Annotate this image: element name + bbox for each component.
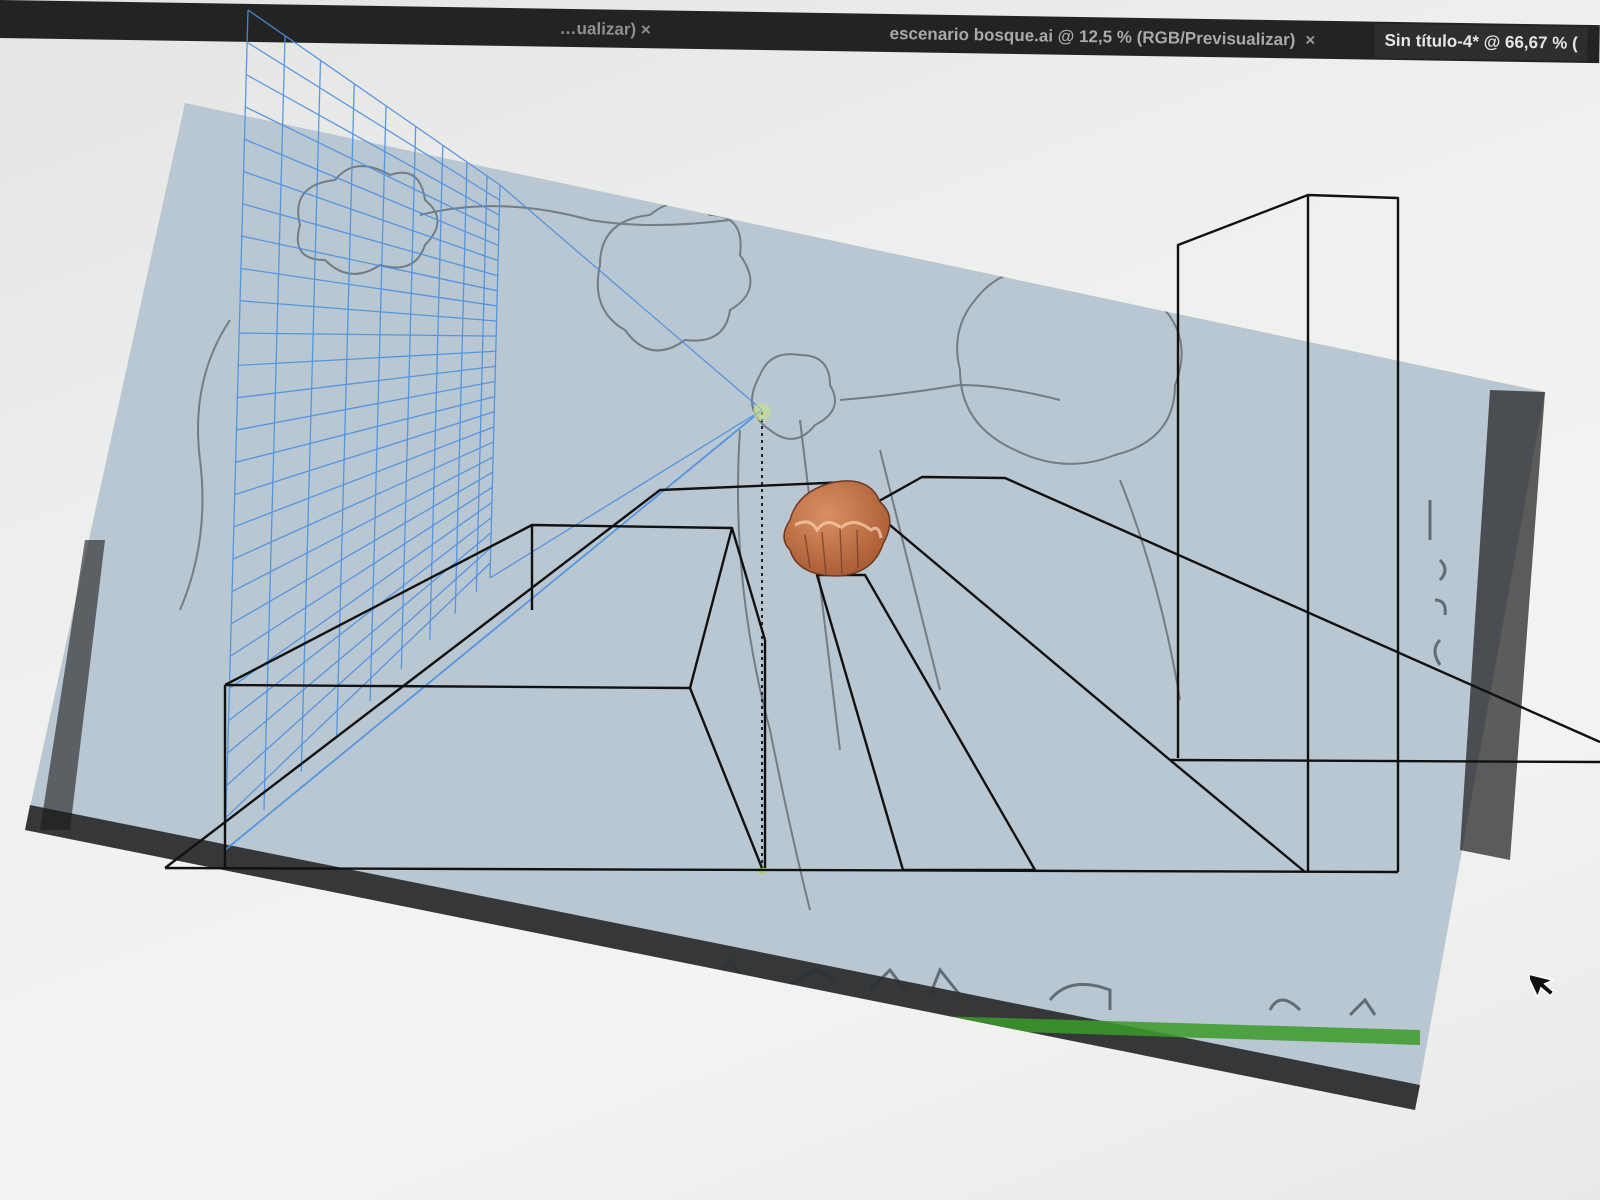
ground-strip — [900, 1015, 1420, 1045]
grid-line-horizontal — [225, 562, 491, 819]
grid-line-horizontal — [243, 170, 499, 262]
grid-line-horizontal — [246, 41, 500, 201]
grid-line-horizontal — [235, 395, 495, 463]
grid-line-horizontal — [240, 267, 498, 307]
grid-line-horizontal — [229, 501, 493, 689]
arrow-cursor-icon — [1530, 972, 1554, 1000]
grid-line-horizontal — [245, 74, 500, 216]
artboard[interactable] — [25, 103, 1545, 1110]
road-left-edge[interactable] — [164, 480, 851, 869]
grid-line-horizontal — [238, 350, 496, 367]
pencil-sketch-layer — [179, 165, 1447, 1045]
right-slope[interactable] — [871, 475, 1600, 744]
grid-line-horizontal — [228, 517, 492, 722]
grid-line-horizontal — [244, 138, 499, 247]
grid-line-horizontal — [245, 106, 500, 231]
ground-line[interactable] — [164, 866, 1399, 874]
grid-line-horizontal — [234, 411, 495, 496]
left-block-top[interactable] — [224, 523, 734, 689]
grid-line-horizontal — [239, 332, 497, 337]
grid-line-horizontal — [229, 486, 493, 657]
perspective-grid[interactable] — [224, 9, 763, 851]
line-art-layer[interactable] — [164, 193, 1600, 874]
vanishing-point-handle[interactable] — [753, 403, 771, 421]
grid-line-horizontal — [233, 426, 495, 528]
grid-line-horizontal — [242, 203, 498, 277]
grid-line-horizontal — [232, 441, 494, 560]
rock-shape[interactable] — [783, 480, 891, 577]
grid-line-horizontal — [241, 235, 498, 292]
grid-line-horizontal — [237, 365, 496, 399]
grid-line-horizontal — [231, 456, 494, 593]
grid-line-horizontal — [226, 547, 492, 786]
grid-line-horizontal — [239, 300, 497, 322]
grid-line-horizontal — [236, 380, 496, 431]
grid-line-horizontal — [230, 471, 494, 625]
